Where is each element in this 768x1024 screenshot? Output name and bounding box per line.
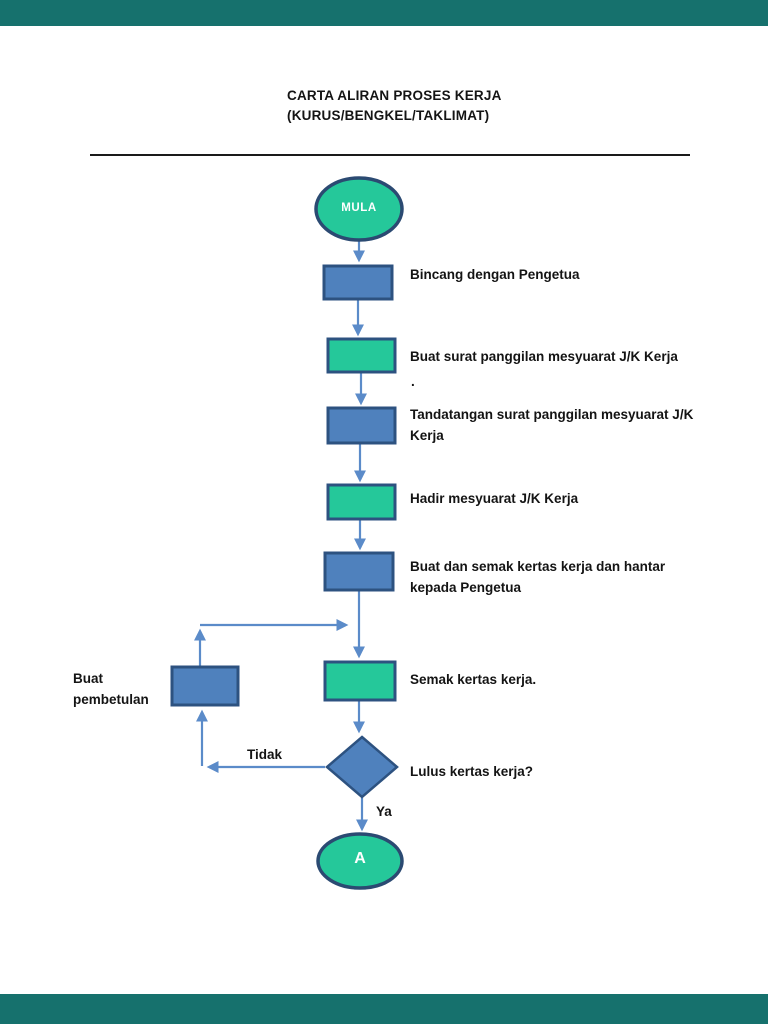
step6-label: Semak kertas kerja. [410,672,537,687]
stray-dot: . [411,374,415,389]
page-title: CARTA ALIRAN PROSES KERJA (KURUS/BENGKEL… [287,86,502,126]
decision-yes-label: Ya [376,804,392,819]
viewer-top-bar [0,0,768,26]
step1-box [322,264,394,301]
step3-label: Tandatangan surat panggilan mesyuarat J/… [410,407,694,443]
page-title-line1: CARTA ALIRAN PROSES KERJA [287,88,502,103]
step2-box [326,337,397,374]
title-divider-line [90,154,690,156]
decision-no-label: Tidak [247,747,283,762]
step5-box [323,551,395,592]
correction-box-label: Buat pembetulan [73,671,149,707]
correction-box [170,665,240,707]
page-title-line2: (KURUS/BENGKEL/TAKLIMAT) [287,108,490,123]
step2-label: Buat surat panggilan mesyuarat J/K Kerja [410,349,678,364]
viewer-bottom-bar [0,994,768,1024]
step1-label: Bincang dengan Pengetua [410,267,580,282]
step4-label: Hadir mesyuarat J/K Kerja [410,491,579,506]
end-terminal-oval [316,832,404,890]
step3-box [326,406,397,445]
start-terminal-label: MULA [341,202,377,214]
decision-question-label: Lulus kertas kerja? [410,764,534,779]
end-terminal-label: A [354,850,366,867]
start-terminal-oval [314,176,404,242]
step4-box [326,483,397,521]
step5-label: Buat dan semak kertas kerja dan hantar k… [410,559,666,595]
decision-diamond [325,735,399,799]
step6-box [323,660,397,702]
